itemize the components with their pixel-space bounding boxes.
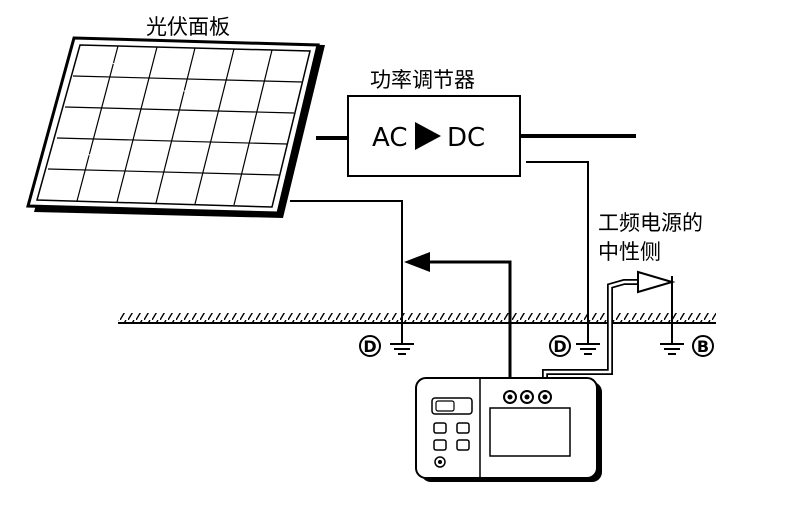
conversion-arrow xyxy=(415,122,441,150)
test-lead-arrowhead xyxy=(404,252,430,272)
solar-panel xyxy=(26,36,325,218)
test-lead-to-panel-ground xyxy=(428,260,512,392)
tester-button-1[interactable] xyxy=(433,422,447,434)
source-label-line1: 工频电源的 xyxy=(598,211,703,235)
ground-b-circle xyxy=(692,335,714,357)
tester-button-2[interactable] xyxy=(456,422,470,434)
ground-symbol-b xyxy=(660,343,684,355)
ground-d1-circle xyxy=(359,335,381,357)
dc-label: DC xyxy=(447,123,485,153)
ground-d2-label: D xyxy=(553,337,566,356)
ground-b-label: B xyxy=(697,337,709,356)
regulator-title: 功率调节器 xyxy=(370,68,475,92)
panel-title: 光伏面板 xyxy=(146,15,230,39)
ground-symbol-d2 xyxy=(576,343,600,355)
ground-d2-circle xyxy=(549,335,571,357)
tester-screen xyxy=(489,407,571,457)
ground-d1-label: D xyxy=(363,337,376,356)
ground-symbol-d1 xyxy=(390,343,414,355)
ground-surface xyxy=(118,313,716,324)
earth-tester xyxy=(415,377,602,482)
regulator-ground-wire xyxy=(526,161,589,344)
source-label-line2: 中性侧 xyxy=(598,240,661,264)
tester-button-3[interactable] xyxy=(433,439,447,451)
ac-label: AC xyxy=(372,123,407,153)
neutral-probe xyxy=(637,270,676,294)
panel-ground-wire xyxy=(290,200,403,344)
tester-button-4[interactable] xyxy=(456,439,470,451)
